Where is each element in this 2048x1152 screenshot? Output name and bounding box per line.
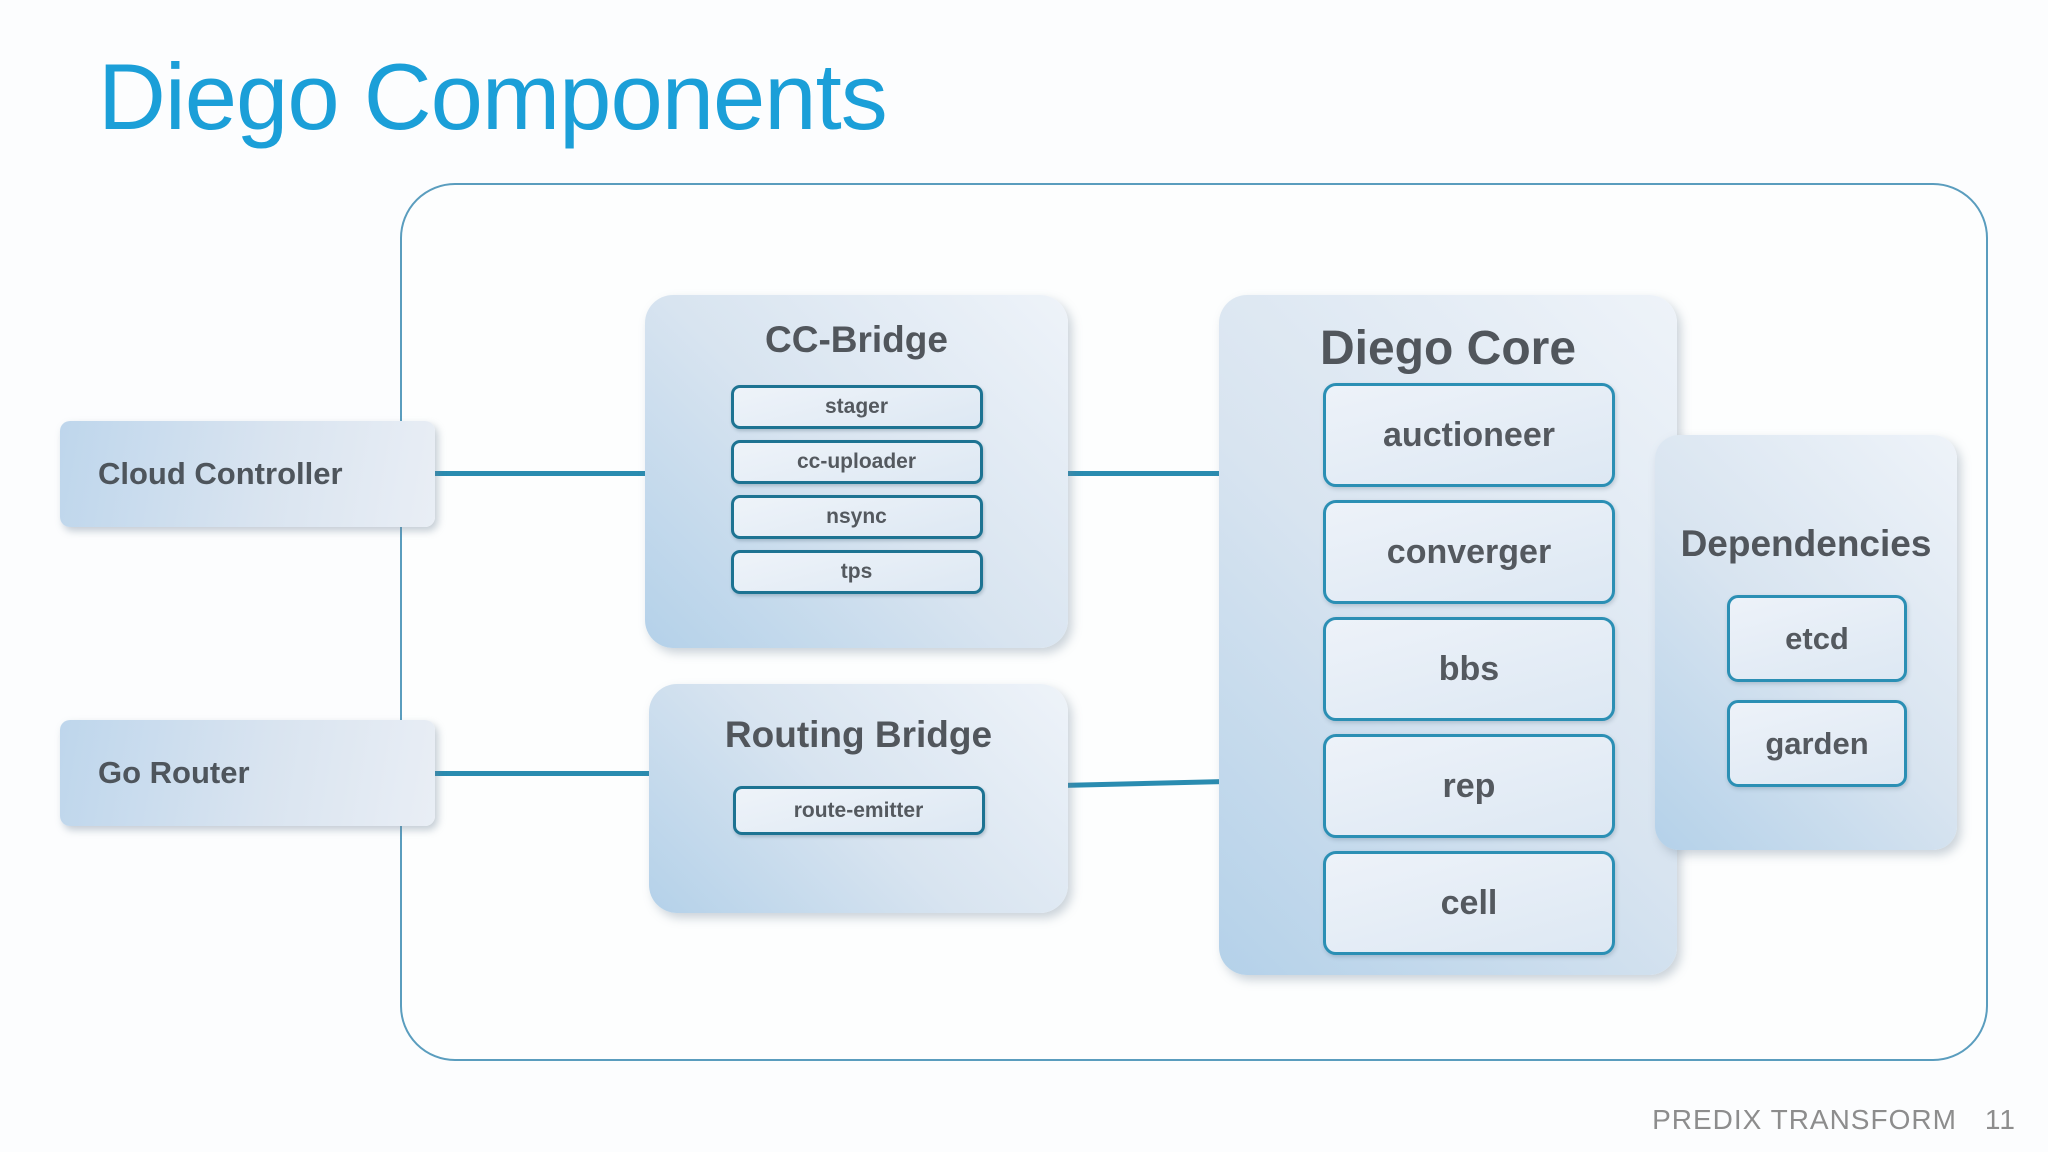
connector-cloudcontroller-ccbridge [430, 471, 652, 476]
box-etcd: etcd [1727, 595, 1907, 682]
connector-ccbridge-diegocore [1066, 471, 1224, 476]
box-route-emitter: route-emitter [732, 786, 985, 835]
panel-routing-bridge-title: Routing Bridge [724, 714, 993, 755]
routing-bridge-items: route-emitter [649, 786, 1068, 835]
box-nsync: nsync [730, 495, 983, 539]
box-rep: rep [1323, 734, 1615, 838]
panel-diego-core: Diego Core auctioneer converger bbs rep … [1219, 295, 1677, 975]
panel-routing-bridge: Routing Bridge route-emitter [649, 684, 1068, 913]
box-bbs: bbs [1323, 617, 1615, 721]
page-title: Diego Components [98, 44, 888, 149]
footer-page-number: 11 [1984, 1104, 2016, 1135]
footer-label: PREDIX TRANSFORM [1652, 1104, 1957, 1135]
cc-bridge-items: stager cc-uploader nsync tps [645, 385, 1068, 594]
node-cloud-controller-label: Cloud Controller [98, 456, 343, 491]
box-cell: cell [1323, 851, 1615, 955]
box-converger: converger [1323, 500, 1615, 604]
node-cloud-controller: Cloud Controller [60, 421, 435, 527]
box-tps: tps [730, 550, 983, 594]
panel-cc-bridge: CC-Bridge stager cc-uploader nsync tps [645, 295, 1068, 648]
box-cc-uploader: cc-uploader [730, 440, 983, 484]
panel-cc-bridge-title: CC-Bridge [765, 319, 948, 360]
dependencies-items: etcd garden [1727, 595, 1907, 787]
node-go-router-label: Go Router [98, 755, 250, 790]
panel-dependencies: Dependencies etcd garden [1655, 435, 1957, 850]
box-auctioneer: auctioneer [1323, 383, 1615, 487]
connector-gorouter-routingbridge [430, 771, 654, 776]
box-stager: stager [730, 385, 983, 429]
diego-core-items: auctioneer converger bbs rep cell [1323, 383, 1615, 955]
node-go-router: Go Router [60, 720, 435, 826]
panel-dependencies-title: Dependencies [1680, 523, 1932, 564]
slide-footer: PREDIX TRANSFORM 11 [1652, 1104, 2016, 1136]
panel-diego-core-title: Diego Core [1319, 322, 1577, 375]
box-garden: garden [1727, 700, 1907, 787]
